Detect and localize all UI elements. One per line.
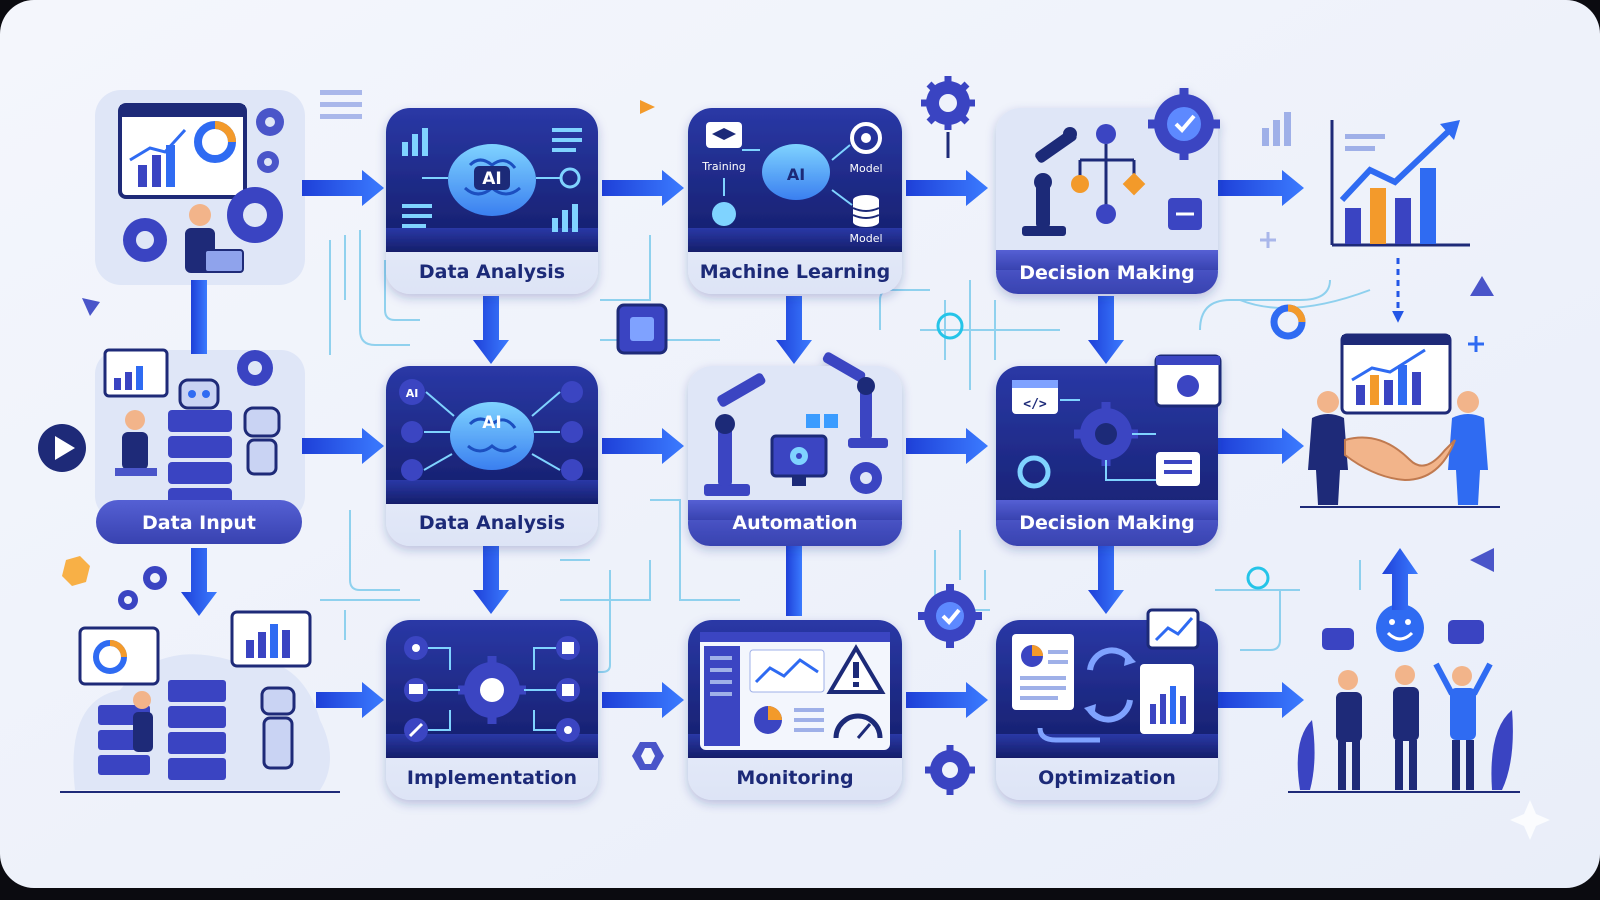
- node-label: Automation: [732, 512, 857, 534]
- gear-icon: [1017, 455, 1051, 489]
- ai-badge: AI: [482, 169, 501, 189]
- circuit-traces: [320, 230, 1371, 673]
- node-monitoring: Monitoring: [688, 620, 902, 800]
- code-badge: </>: [1023, 397, 1047, 412]
- gauge-icon: [833, 713, 883, 739]
- trend-chart-icon: [1146, 608, 1200, 650]
- node-label: Machine Learning: [700, 261, 890, 283]
- node-optimization: Optimization: [996, 608, 1218, 800]
- gear-icon: [850, 122, 882, 154]
- monitor-gear-icon: [770, 414, 838, 486]
- model-label: Model: [849, 232, 882, 245]
- node-label: Data Analysis: [419, 512, 565, 534]
- node-label: Data Input: [142, 512, 256, 534]
- chip-icon: [616, 303, 668, 355]
- bar-chart-icon: [402, 128, 578, 232]
- server-room-illustration: [60, 610, 340, 793]
- node-data-analysis-top: AI Data Analysis: [386, 108, 598, 294]
- business-handshake-illustration: [1300, 333, 1500, 508]
- node-data-analysis-mid: AI AI Data Analysis: [386, 366, 598, 546]
- warning-icon: [826, 644, 886, 694]
- connectors: [181, 170, 1418, 718]
- flowchart-icon: [1071, 124, 1202, 230]
- data-center-robots-illustration: [95, 348, 305, 520]
- node-decision-making-mid: </> Decision Making: [996, 354, 1222, 546]
- team-celebration-illustration: [1288, 604, 1520, 793]
- gear-icon: [925, 745, 975, 795]
- decor: [38, 76, 1550, 840]
- node-label: Monitoring: [736, 767, 853, 789]
- growth-chart-illustration: [1262, 112, 1470, 247]
- code-window-icon: </>: [1012, 380, 1058, 414]
- robot-arm-icon: [1022, 127, 1077, 236]
- training-label: Training: [701, 160, 745, 173]
- checklist-icon: [1154, 354, 1222, 486]
- node-label: Optimization: [1038, 767, 1176, 789]
- ai-badge: AI: [787, 165, 805, 184]
- model-label: Model: [849, 162, 882, 175]
- ai-badge: AI: [482, 413, 501, 433]
- node-automation: Automation: [688, 352, 902, 546]
- graduation-cap-icon: [706, 122, 742, 148]
- node-label: Decision Making: [1019, 262, 1194, 284]
- database-icon: [852, 195, 880, 227]
- robot-arm-icon: [704, 352, 888, 496]
- node-label: Decision Making: [1019, 512, 1194, 534]
- gear-icon: [118, 566, 167, 610]
- analyst-dashboard-illustration: [95, 90, 305, 285]
- ai-badge: AI: [406, 387, 419, 400]
- node-label: Implementation: [407, 767, 577, 789]
- checkmark-gear-icon: [1148, 88, 1220, 160]
- checkmark-gear-icon: [918, 584, 982, 648]
- ai-chip-icon: [399, 379, 583, 481]
- node-decision-making-top: Decision Making: [996, 88, 1220, 294]
- node-data-input: Data Input: [96, 500, 302, 544]
- node-label: Data Analysis: [419, 261, 565, 283]
- node-implementation: Implementation: [386, 620, 598, 800]
- gear-icon: [458, 656, 526, 724]
- node-machine-learning: Training AI Model Model Machine Learning: [688, 108, 902, 294]
- gear-icon: [921, 76, 975, 130]
- report-icon: [1012, 634, 1074, 710]
